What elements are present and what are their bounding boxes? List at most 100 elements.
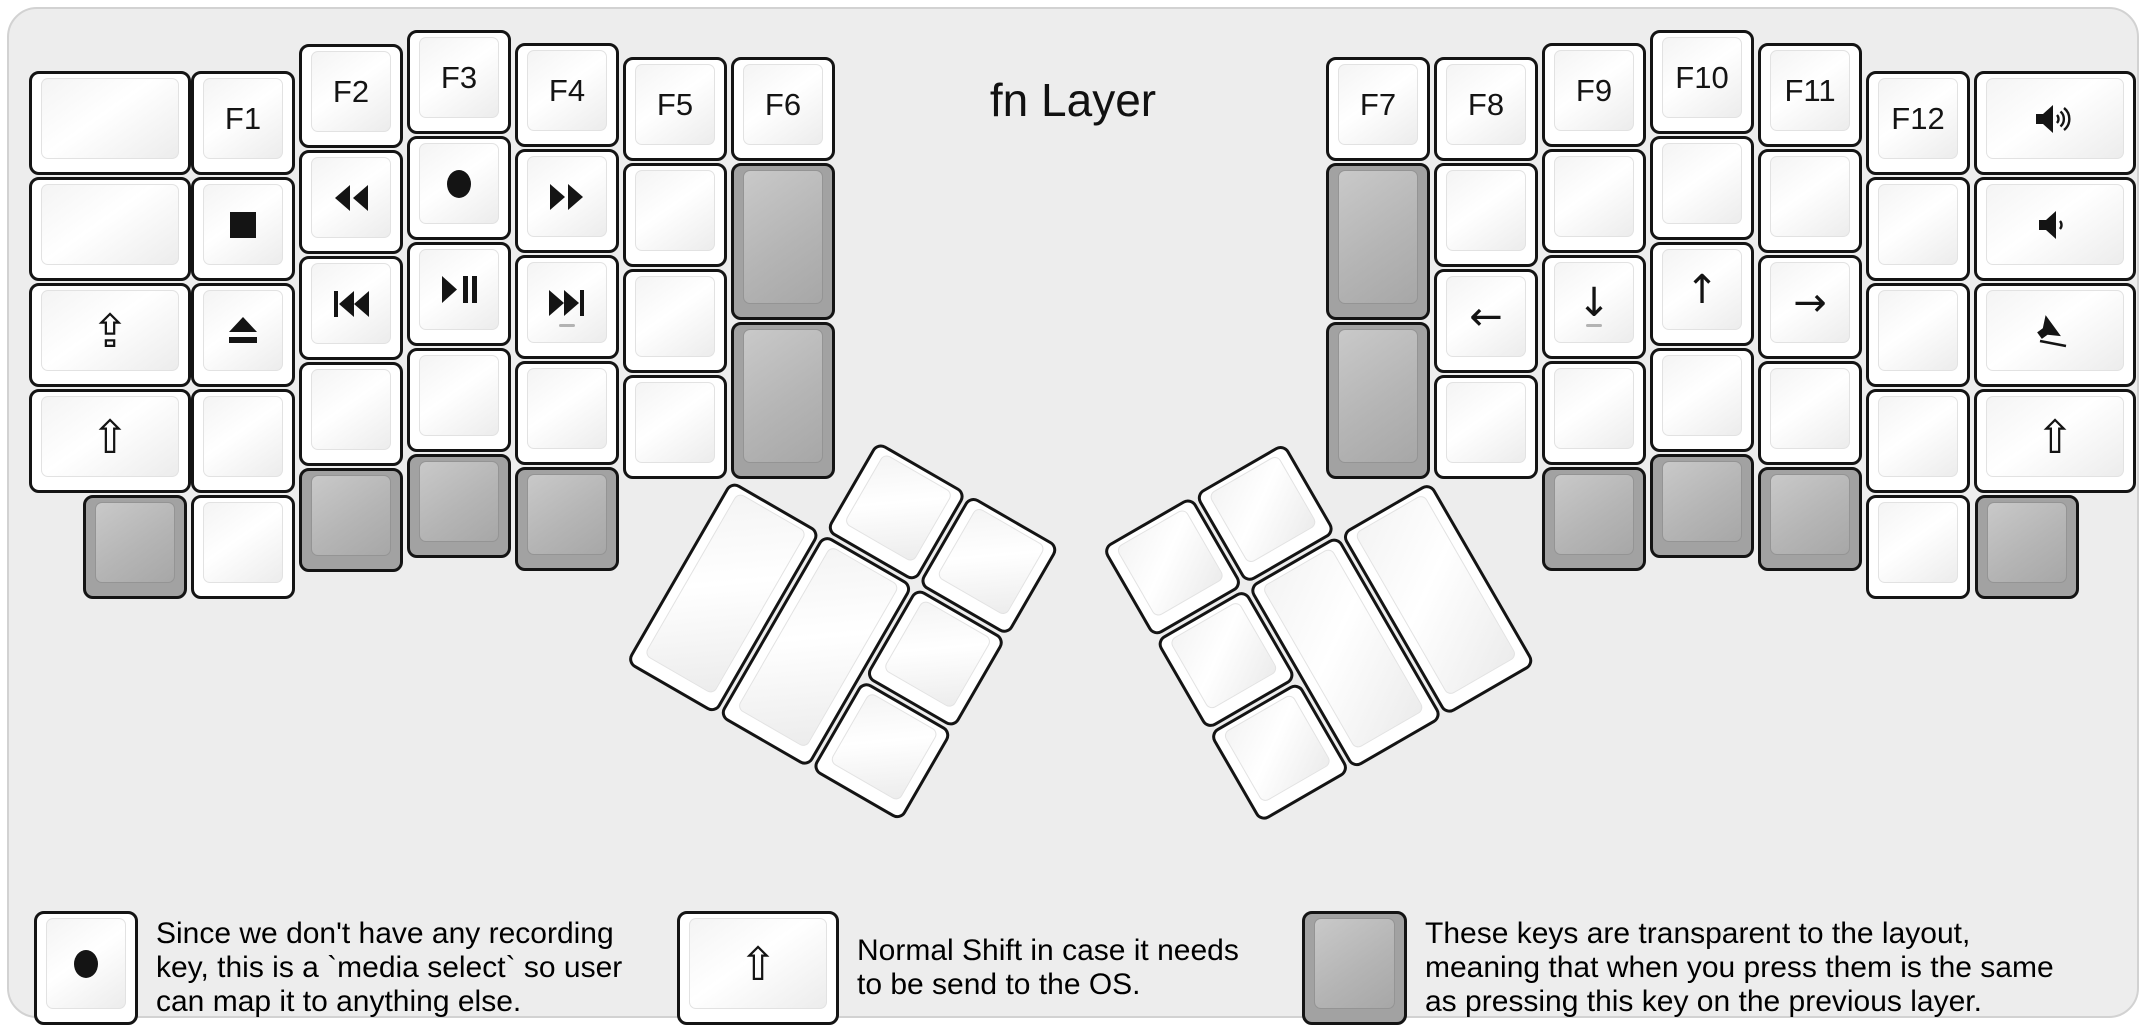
left-icon: ←: [1469, 293, 1503, 340]
key-f1: F1: [191, 71, 295, 175]
key-f10: F10: [1650, 30, 1754, 134]
keycap-top: [311, 369, 391, 450]
key-f11: F11: [1758, 43, 1862, 147]
eject-icon: [228, 317, 258, 344]
keycap-top: [1662, 355, 1742, 436]
caps-icon: ⇪: [90, 303, 130, 358]
key-record: [34, 911, 138, 1025]
keycap-top: [1338, 329, 1418, 463]
keycap-top: ⇧: [689, 918, 827, 1009]
key-blank: [623, 163, 727, 267]
legend-line: These keys are transparent to the layout…: [1425, 917, 1971, 950]
keycap-top: [1878, 502, 1958, 583]
key-blank: [29, 71, 191, 175]
key-f12: F12: [1866, 71, 1970, 175]
keycap-top: [1987, 502, 2067, 583]
key-transparent: [731, 163, 835, 320]
keycap-top: [311, 263, 391, 344]
keycap-top: F6: [743, 64, 823, 145]
key-blank: [407, 348, 511, 452]
keycap-top: [843, 452, 954, 564]
key-eject: [191, 283, 295, 387]
key-transparent: [299, 468, 403, 572]
down-icon: ↓: [1577, 279, 1611, 326]
legend-line: to be send to the OS.: [857, 968, 1141, 1001]
stop-icon: [229, 211, 257, 239]
keycap-top: [1986, 290, 2124, 371]
key-f2: F2: [299, 44, 403, 148]
keycap-top: [203, 184, 283, 265]
key-blank: [1866, 495, 1970, 599]
keycap-top: →: [1770, 262, 1850, 343]
legend-line: can map it to anything else.: [156, 985, 522, 1018]
keycap-top: [203, 502, 283, 583]
key-blank: [1650, 136, 1754, 240]
keycap-top: [1554, 156, 1634, 237]
keycap-top: [743, 170, 823, 304]
keycap-top: [1554, 474, 1634, 555]
keycap-top: [1878, 396, 1958, 477]
key-transparent: [83, 495, 187, 599]
key-next: [515, 255, 619, 359]
key-blank: [29, 177, 191, 281]
key-caps: ⇪: [29, 283, 191, 387]
key-label: F1: [224, 100, 262, 136]
keycap-top: [743, 329, 823, 463]
next-icon: [548, 289, 586, 317]
legend-line: meaning that when you press them is the …: [1425, 951, 2054, 984]
keycap-top: [311, 475, 391, 556]
keycap-top: [419, 355, 499, 436]
up-icon: ↑: [1685, 266, 1719, 313]
key-label: F8: [1467, 86, 1505, 122]
key-up: ↑: [1650, 242, 1754, 346]
keycap-top: [635, 382, 715, 463]
keycap-top: F12: [1878, 78, 1958, 159]
key-f9: F9: [1542, 43, 1646, 147]
key-blank: [191, 389, 295, 493]
key-label: F2: [332, 73, 370, 109]
mute-icon: [2036, 313, 2074, 349]
keycap-top: [419, 143, 499, 224]
keycap-top: F5: [635, 64, 715, 145]
keycap-top: ⇧: [1986, 396, 2124, 477]
keycap-top: [1770, 474, 1850, 555]
key-volup: [1974, 71, 2136, 175]
key-voldown: [1974, 177, 2136, 281]
key-blank: [1866, 177, 1970, 281]
key-transparent: [1302, 911, 1407, 1025]
keycap-top: [527, 262, 607, 343]
keycap-top: ⇧: [41, 396, 179, 477]
keycap-top: [41, 184, 179, 265]
keycap-top: [1986, 184, 2124, 265]
keycap-top: [1770, 156, 1850, 237]
keycap-top: [1878, 290, 1958, 371]
volup-icon: [2035, 103, 2075, 135]
legend-key-record: [34, 911, 138, 1025]
key-f4: F4: [515, 43, 619, 147]
voldown-icon: [2038, 209, 2072, 241]
keycap-top: [1662, 143, 1742, 224]
homing-bar: [559, 324, 575, 327]
legend-line: key, this is a `media select` so user: [156, 951, 623, 984]
legend-line: Normal Shift in case it needs: [857, 934, 1239, 967]
key-f5: F5: [623, 57, 727, 161]
key-label: F6: [764, 86, 802, 122]
key-record: [407, 136, 511, 240]
keycap-top: [311, 157, 391, 238]
keycap-top: ⇪: [41, 290, 179, 371]
keycap-top: F9: [1554, 50, 1634, 131]
key-label: F12: [1891, 100, 1945, 136]
key-label: F10: [1675, 59, 1729, 95]
keycap-top: [419, 461, 499, 542]
ff-icon: [549, 183, 585, 210]
key-mute: [1974, 283, 2136, 387]
legend-key-transparent: [1302, 911, 1407, 1025]
key-f3: F3: [407, 30, 511, 134]
shift-icon: ⇧: [2035, 409, 2075, 464]
legend-text-transparent: These keys are transparent to the layout…: [1425, 917, 2054, 1019]
key-label: F5: [656, 86, 694, 122]
key-transparent: [1542, 467, 1646, 571]
keycap-top: [41, 78, 179, 159]
key-transparent: [1758, 467, 1862, 571]
